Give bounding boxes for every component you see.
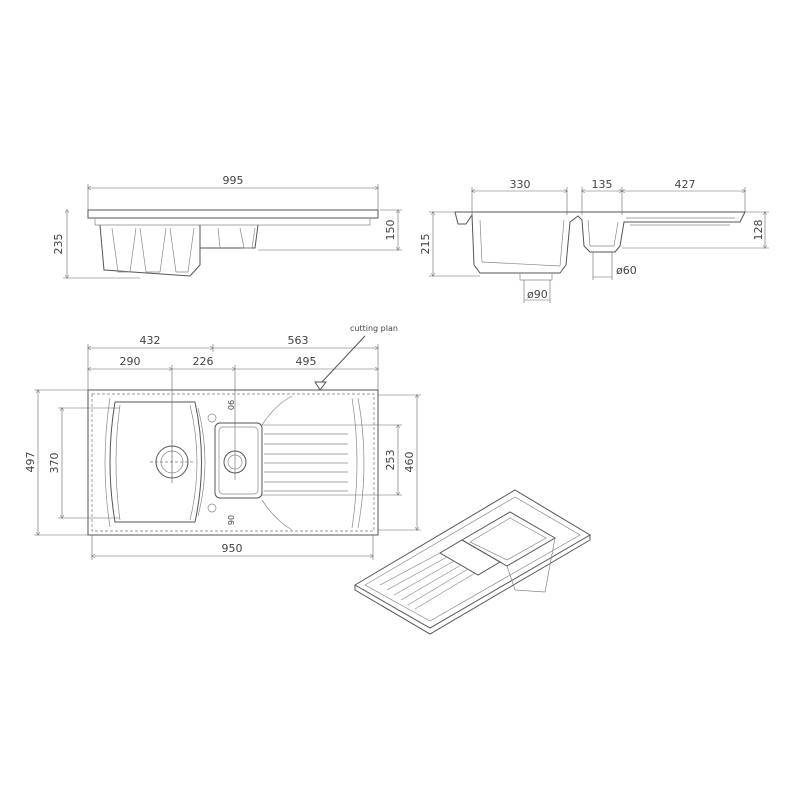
tap-hole-bottom	[207, 503, 217, 513]
dim-small-bowl-135: 135	[592, 178, 613, 191]
plan-view: 432 563 290 226 495 cutting plan 90 90	[24, 324, 421, 560]
dim-spacing-226: 226	[193, 355, 214, 368]
dim-depth-497: 497	[24, 452, 37, 473]
dim-tap-bottom-90: 90	[227, 515, 236, 525]
cutting-plan-arrow	[321, 335, 366, 383]
dim-waste-90: ø90	[527, 288, 548, 301]
side-view-long: 995 235 150	[52, 174, 402, 278]
small-bowl	[214, 422, 263, 499]
drainer-ribs	[264, 433, 348, 492]
dim-height-215: 215	[419, 234, 432, 255]
sink-outline	[87, 389, 379, 536]
dim-depth-150: 150	[384, 220, 397, 241]
small-drain	[223, 450, 247, 474]
dim-overall-432: 432	[140, 334, 161, 347]
dim-bowl-370: 370	[48, 453, 61, 474]
dim-drainer-563: 563	[288, 334, 309, 347]
dim-depth-128: 128	[752, 220, 765, 241]
side-view-cross: 330 135 427 215 128 ø60 ø90	[419, 178, 769, 303]
dim-drainer-495: 495	[296, 355, 317, 368]
tap-hole-top	[207, 413, 217, 423]
dim-width-995: 995	[223, 174, 244, 187]
dim-main-bowl-330: 330	[510, 178, 531, 191]
dim-height-235: 235	[52, 234, 65, 255]
dim-tap-top-90: 90	[226, 400, 235, 410]
iso-drainer-ribs	[379, 552, 476, 610]
dim-cutout-950: 950	[222, 542, 243, 555]
main-bowl	[109, 401, 202, 523]
cutting-plan-label: cutting plan	[350, 324, 398, 333]
dim-waste-60: ø60	[616, 264, 637, 277]
dim-cutout-460: 460	[403, 452, 416, 473]
iso-small-bowl	[439, 539, 501, 576]
dim-bowl-290: 290	[120, 355, 141, 368]
dim-small-253: 253	[384, 450, 397, 471]
dim-drainer-427: 427	[675, 178, 696, 191]
isometric-view	[354, 489, 591, 635]
